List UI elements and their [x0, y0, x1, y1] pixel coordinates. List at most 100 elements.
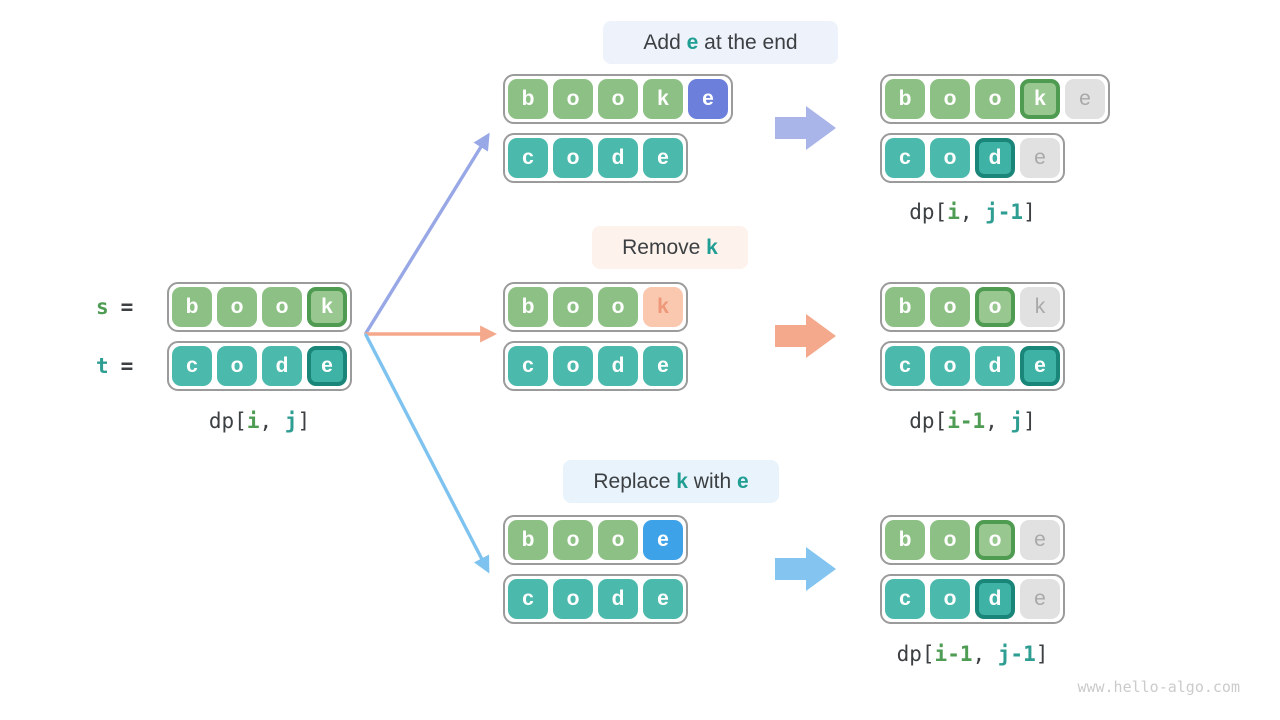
text-segment: i — [947, 200, 960, 224]
letter-cell-b: b — [508, 287, 548, 327]
operation-label-remove: Remove k — [592, 226, 748, 269]
letter-cell-o: o — [930, 287, 970, 327]
letter-cell-o: o — [598, 79, 638, 119]
letter-cell-k: k — [643, 287, 683, 327]
remove-result-dp-label: dp[i-1, j] — [880, 409, 1065, 433]
letter-cell-e: e — [1020, 579, 1060, 619]
letter-cell-b: b — [885, 520, 925, 560]
letter-cell-o: o — [975, 520, 1015, 560]
text-segment: ] — [1023, 200, 1036, 224]
letter-cell-d: d — [598, 138, 638, 178]
letter-cell-d: d — [975, 346, 1015, 386]
letter-cell-o: o — [553, 346, 593, 386]
letter-cell-k: k — [1020, 287, 1060, 327]
letter-cell-e: e — [643, 579, 683, 619]
letter-cell-b: b — [508, 520, 548, 560]
letter-cell-c: c — [508, 346, 548, 386]
letter-cell-b: b — [885, 79, 925, 119]
text-segment: k — [676, 469, 688, 493]
letter-cell-k: k — [643, 79, 683, 119]
text-segment: dp[ — [896, 642, 935, 666]
text-segment: Add — [643, 30, 687, 54]
text-segment: , — [972, 642, 998, 666]
letter-cell-o: o — [930, 138, 970, 178]
letter-cell-c: c — [885, 579, 925, 619]
add-branch-line — [364, 132, 490, 335]
text-segment: with — [687, 469, 737, 493]
string-t-prefix: t= — [96, 341, 133, 391]
letter-cell-d: d — [598, 579, 638, 619]
operation-label-replace: Replace k with e — [563, 460, 779, 503]
letter-cell-e: e — [643, 138, 683, 178]
text-segment: j — [1010, 409, 1024, 433]
text-segment: i — [246, 409, 260, 433]
letter-cell-e: e — [1020, 138, 1060, 178]
letter-cell-o: o — [553, 138, 593, 178]
letter-cell-o: o — [262, 287, 302, 327]
text-segment: , — [985, 409, 1011, 433]
letter-cell-e: e — [1020, 346, 1060, 386]
letter-cell-o: o — [553, 579, 593, 619]
text-segment: e — [686, 30, 699, 54]
letter-cell-c: c — [885, 346, 925, 386]
letter-cell-o: o — [930, 79, 970, 119]
letter-cell-o: o — [553, 79, 593, 119]
text-segment: j — [284, 409, 298, 433]
letter-cell-d: d — [598, 346, 638, 386]
remove-result-arrow-icon — [775, 314, 836, 358]
text-segment: , — [259, 409, 285, 433]
text-segment: dp[ — [909, 200, 948, 224]
s-variable-label: s — [96, 295, 109, 319]
letter-cell-c: c — [172, 346, 212, 386]
source-dp-label: dp[i, j] — [167, 409, 352, 433]
text-segment: Replace — [593, 469, 677, 493]
letter-cell-e: e — [643, 520, 683, 560]
string-s-prefix: s= — [96, 282, 133, 332]
text-segment: ] — [1035, 642, 1049, 666]
equals-sign: = — [120, 354, 134, 378]
letter-cell-d: d — [975, 138, 1015, 178]
text-segment: , — [959, 200, 986, 224]
site-watermark: www.hello-algo.com — [1077, 678, 1240, 696]
operation-label-add: Add e at the end — [603, 21, 838, 64]
text-segment: j-1 — [985, 200, 1024, 224]
text-segment: ] — [1023, 409, 1036, 433]
text-segment: at the end — [698, 30, 798, 54]
t-variable-label: t — [96, 354, 109, 378]
letter-cell-b: b — [172, 287, 212, 327]
letter-cell-o: o — [553, 520, 593, 560]
text-segment: dp[ — [208, 409, 247, 433]
letter-cell-b: b — [508, 79, 548, 119]
text-segment: i-1 — [934, 642, 973, 666]
letter-cell-e: e — [307, 346, 347, 386]
letter-cell-e: e — [1020, 520, 1060, 560]
text-segment: ] — [297, 409, 311, 433]
replace-branch-line — [364, 333, 490, 574]
letter-cell-e: e — [688, 79, 728, 119]
replace-result-arrow-icon — [775, 547, 836, 591]
text-segment: j-1 — [997, 642, 1036, 666]
equals-sign: = — [120, 295, 134, 319]
text-segment: i-1 — [947, 409, 986, 433]
text-segment: k — [706, 235, 718, 259]
letter-cell-d: d — [262, 346, 302, 386]
add-result-dp-label: dp[i, j-1] — [880, 200, 1065, 224]
letter-cell-o: o — [598, 287, 638, 327]
letter-cell-o: o — [975, 287, 1015, 327]
letter-cell-o: o — [598, 520, 638, 560]
letter-cell-o: o — [930, 346, 970, 386]
replace-result-dp-label: dp[i-1, j-1] — [880, 642, 1065, 666]
letter-cell-o: o — [217, 346, 257, 386]
letter-cell-c: c — [508, 138, 548, 178]
letter-cell-b: b — [885, 287, 925, 327]
